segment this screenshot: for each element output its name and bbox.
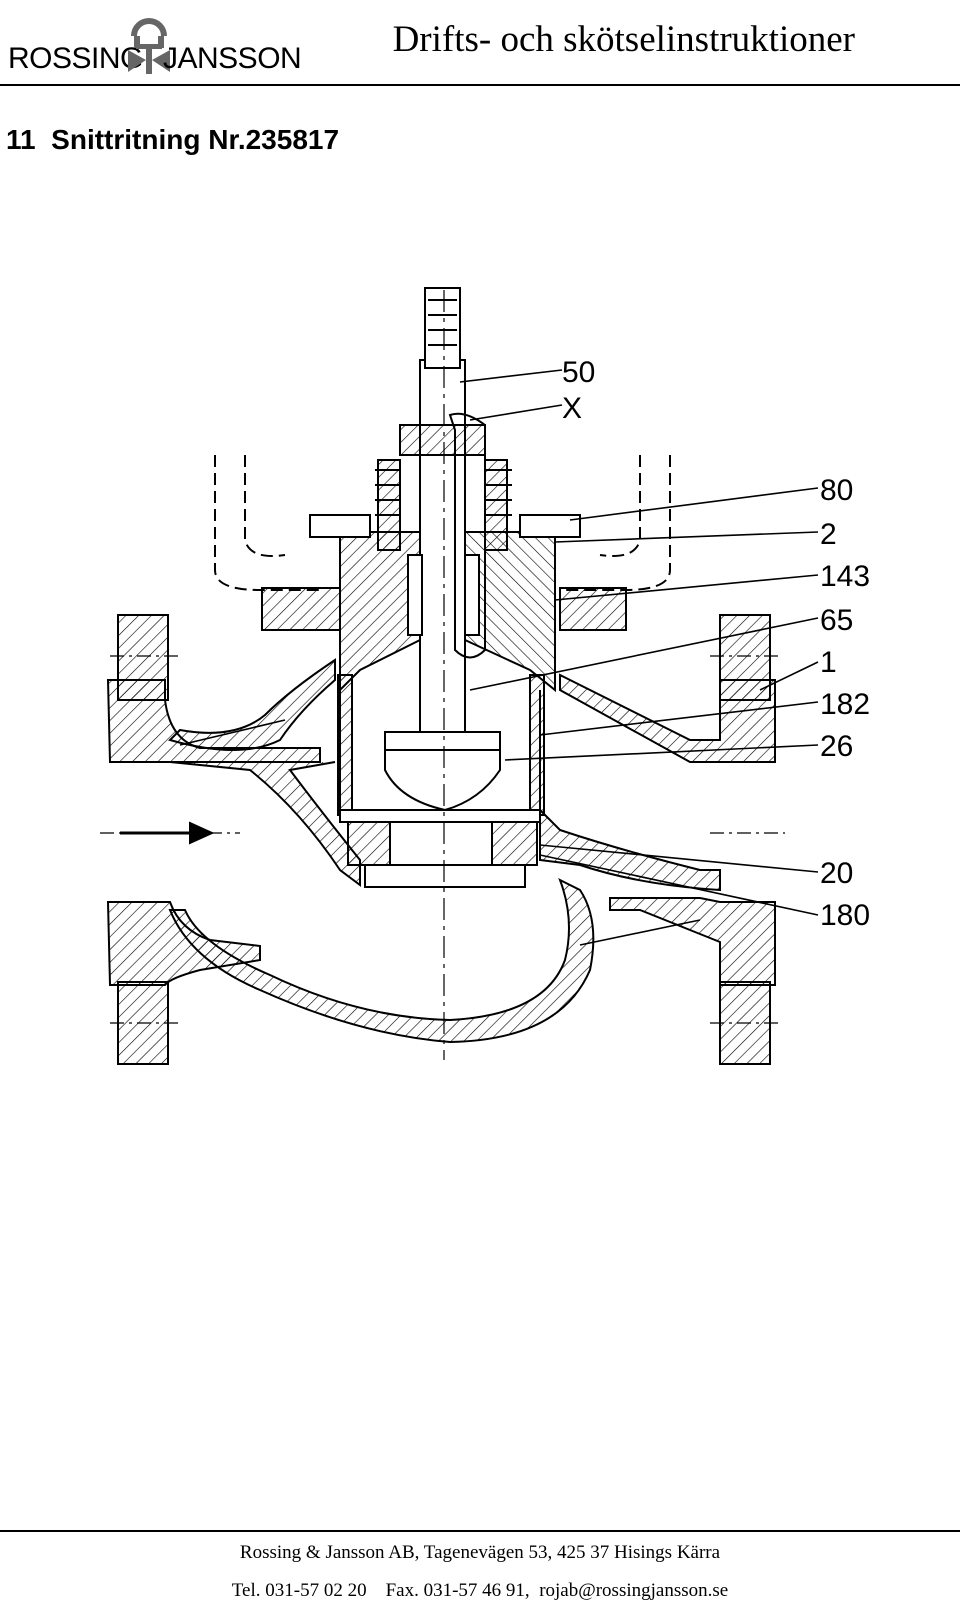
logo-text-right: JANSSON — [163, 42, 302, 75]
body-lower-wall — [168, 877, 595, 1044]
bonnet-body — [339, 531, 421, 693]
part-label-65: 65 — [820, 604, 853, 637]
footer-fax: Fax. 031-57 46 91, — [385, 1580, 530, 1601]
company-logo: ROSSING JANSSON — [8, 14, 302, 78]
part-label-2: 2 — [820, 518, 837, 551]
part-label-20: 20 — [820, 857, 853, 890]
part-label-26: 26 — [820, 730, 853, 763]
footer-divider — [0, 1530, 960, 1532]
footer-phone: Tel. 031-57 02 20 — [231, 1580, 367, 1601]
body-upper-left-wall — [168, 658, 336, 751]
section-title: Snittritning Nr.235817 — [51, 124, 340, 155]
part-label-1: 1 — [820, 646, 837, 679]
footer-email: rojab@rossingjansson.se — [539, 1580, 729, 1601]
part-label-182: 182 — [820, 688, 870, 721]
packing-rings-right — [464, 554, 480, 636]
bolt-nut-left — [309, 514, 371, 538]
bolt-nut-right — [519, 514, 581, 538]
part-label-180: 180 — [820, 899, 870, 932]
flow-direction-arrow-icon — [120, 821, 215, 845]
part-label-80: 80 — [820, 474, 853, 507]
part-label-143: 143 — [820, 560, 870, 593]
seat-bottom — [364, 864, 526, 888]
logo-text-left: ROSSING — [8, 42, 143, 75]
yoke-left — [214, 455, 320, 591]
valve-section-drawing: 50 X 80 2 143 65 1 182 26 20 180 — [100, 287, 870, 1065]
page-header: ROSSING JANSSON Drifts- och skötselinstr… — [0, 0, 960, 86]
valve-stem — [419, 359, 466, 741]
document-title: Drifts- och skötselinstruktioner — [392, 19, 855, 60]
cage-left-wall — [337, 674, 353, 816]
section-number: 11 — [6, 124, 36, 155]
stem-thread — [424, 287, 461, 369]
packing-gland — [399, 424, 486, 456]
part-label-50: 50 — [562, 356, 595, 389]
part-label-x: X — [562, 392, 582, 425]
yoke-right — [565, 455, 671, 591]
cage-right-wall — [529, 674, 545, 816]
body-seat-web — [169, 761, 361, 887]
right-flange-lower-body — [609, 897, 776, 986]
header-divider — [0, 84, 960, 86]
body-right-web — [539, 807, 721, 892]
footer-address: Rossing & Jansson AB, Tagenevägen 53, 42… — [239, 1542, 721, 1563]
bonnet-flange — [261, 587, 341, 631]
footer-contact: Tel. 031-57 02 20 Fax. 031-57 46 91, roj… — [0, 1580, 960, 1602]
packing-rings-left — [407, 554, 423, 636]
valve-plug — [384, 731, 501, 812]
section-heading: 11 Snittritning Nr.235817 — [6, 124, 339, 156]
valve-logo-icon — [128, 18, 170, 74]
part-labels: 50 X 80 2 143 65 1 182 26 20 180 — [562, 356, 870, 932]
